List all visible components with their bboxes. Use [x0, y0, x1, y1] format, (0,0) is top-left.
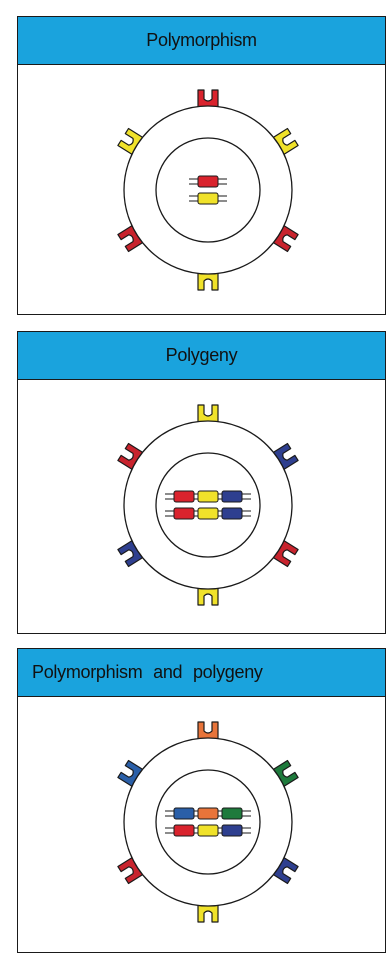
panel-polygeny: Polygeny — [17, 331, 386, 634]
gene-block — [198, 176, 218, 187]
gene-block — [222, 808, 242, 819]
gene-block — [222, 825, 242, 836]
nucleus — [156, 138, 260, 242]
panel-polymorphism: Polymorphism — [17, 16, 386, 315]
gene-block — [198, 825, 218, 836]
gene-block — [222, 491, 242, 502]
gene-block — [198, 491, 218, 502]
gene-block — [198, 193, 218, 204]
panel-polymorphism-and-polygeny: Polymorphism and polygeny — [17, 648, 386, 953]
nucleus — [156, 770, 260, 874]
gene-block — [198, 808, 218, 819]
gene-block — [174, 825, 194, 836]
panel-title: Polymorphism — [18, 17, 385, 65]
gene-block — [174, 808, 194, 819]
panel-title: Polymorphism and polygeny — [18, 649, 385, 697]
gene-block — [174, 491, 194, 502]
gene-block — [222, 508, 242, 519]
panel-title: Polygeny — [18, 332, 385, 380]
gene-block — [174, 508, 194, 519]
nucleus — [156, 453, 260, 557]
gene-block — [198, 508, 218, 519]
